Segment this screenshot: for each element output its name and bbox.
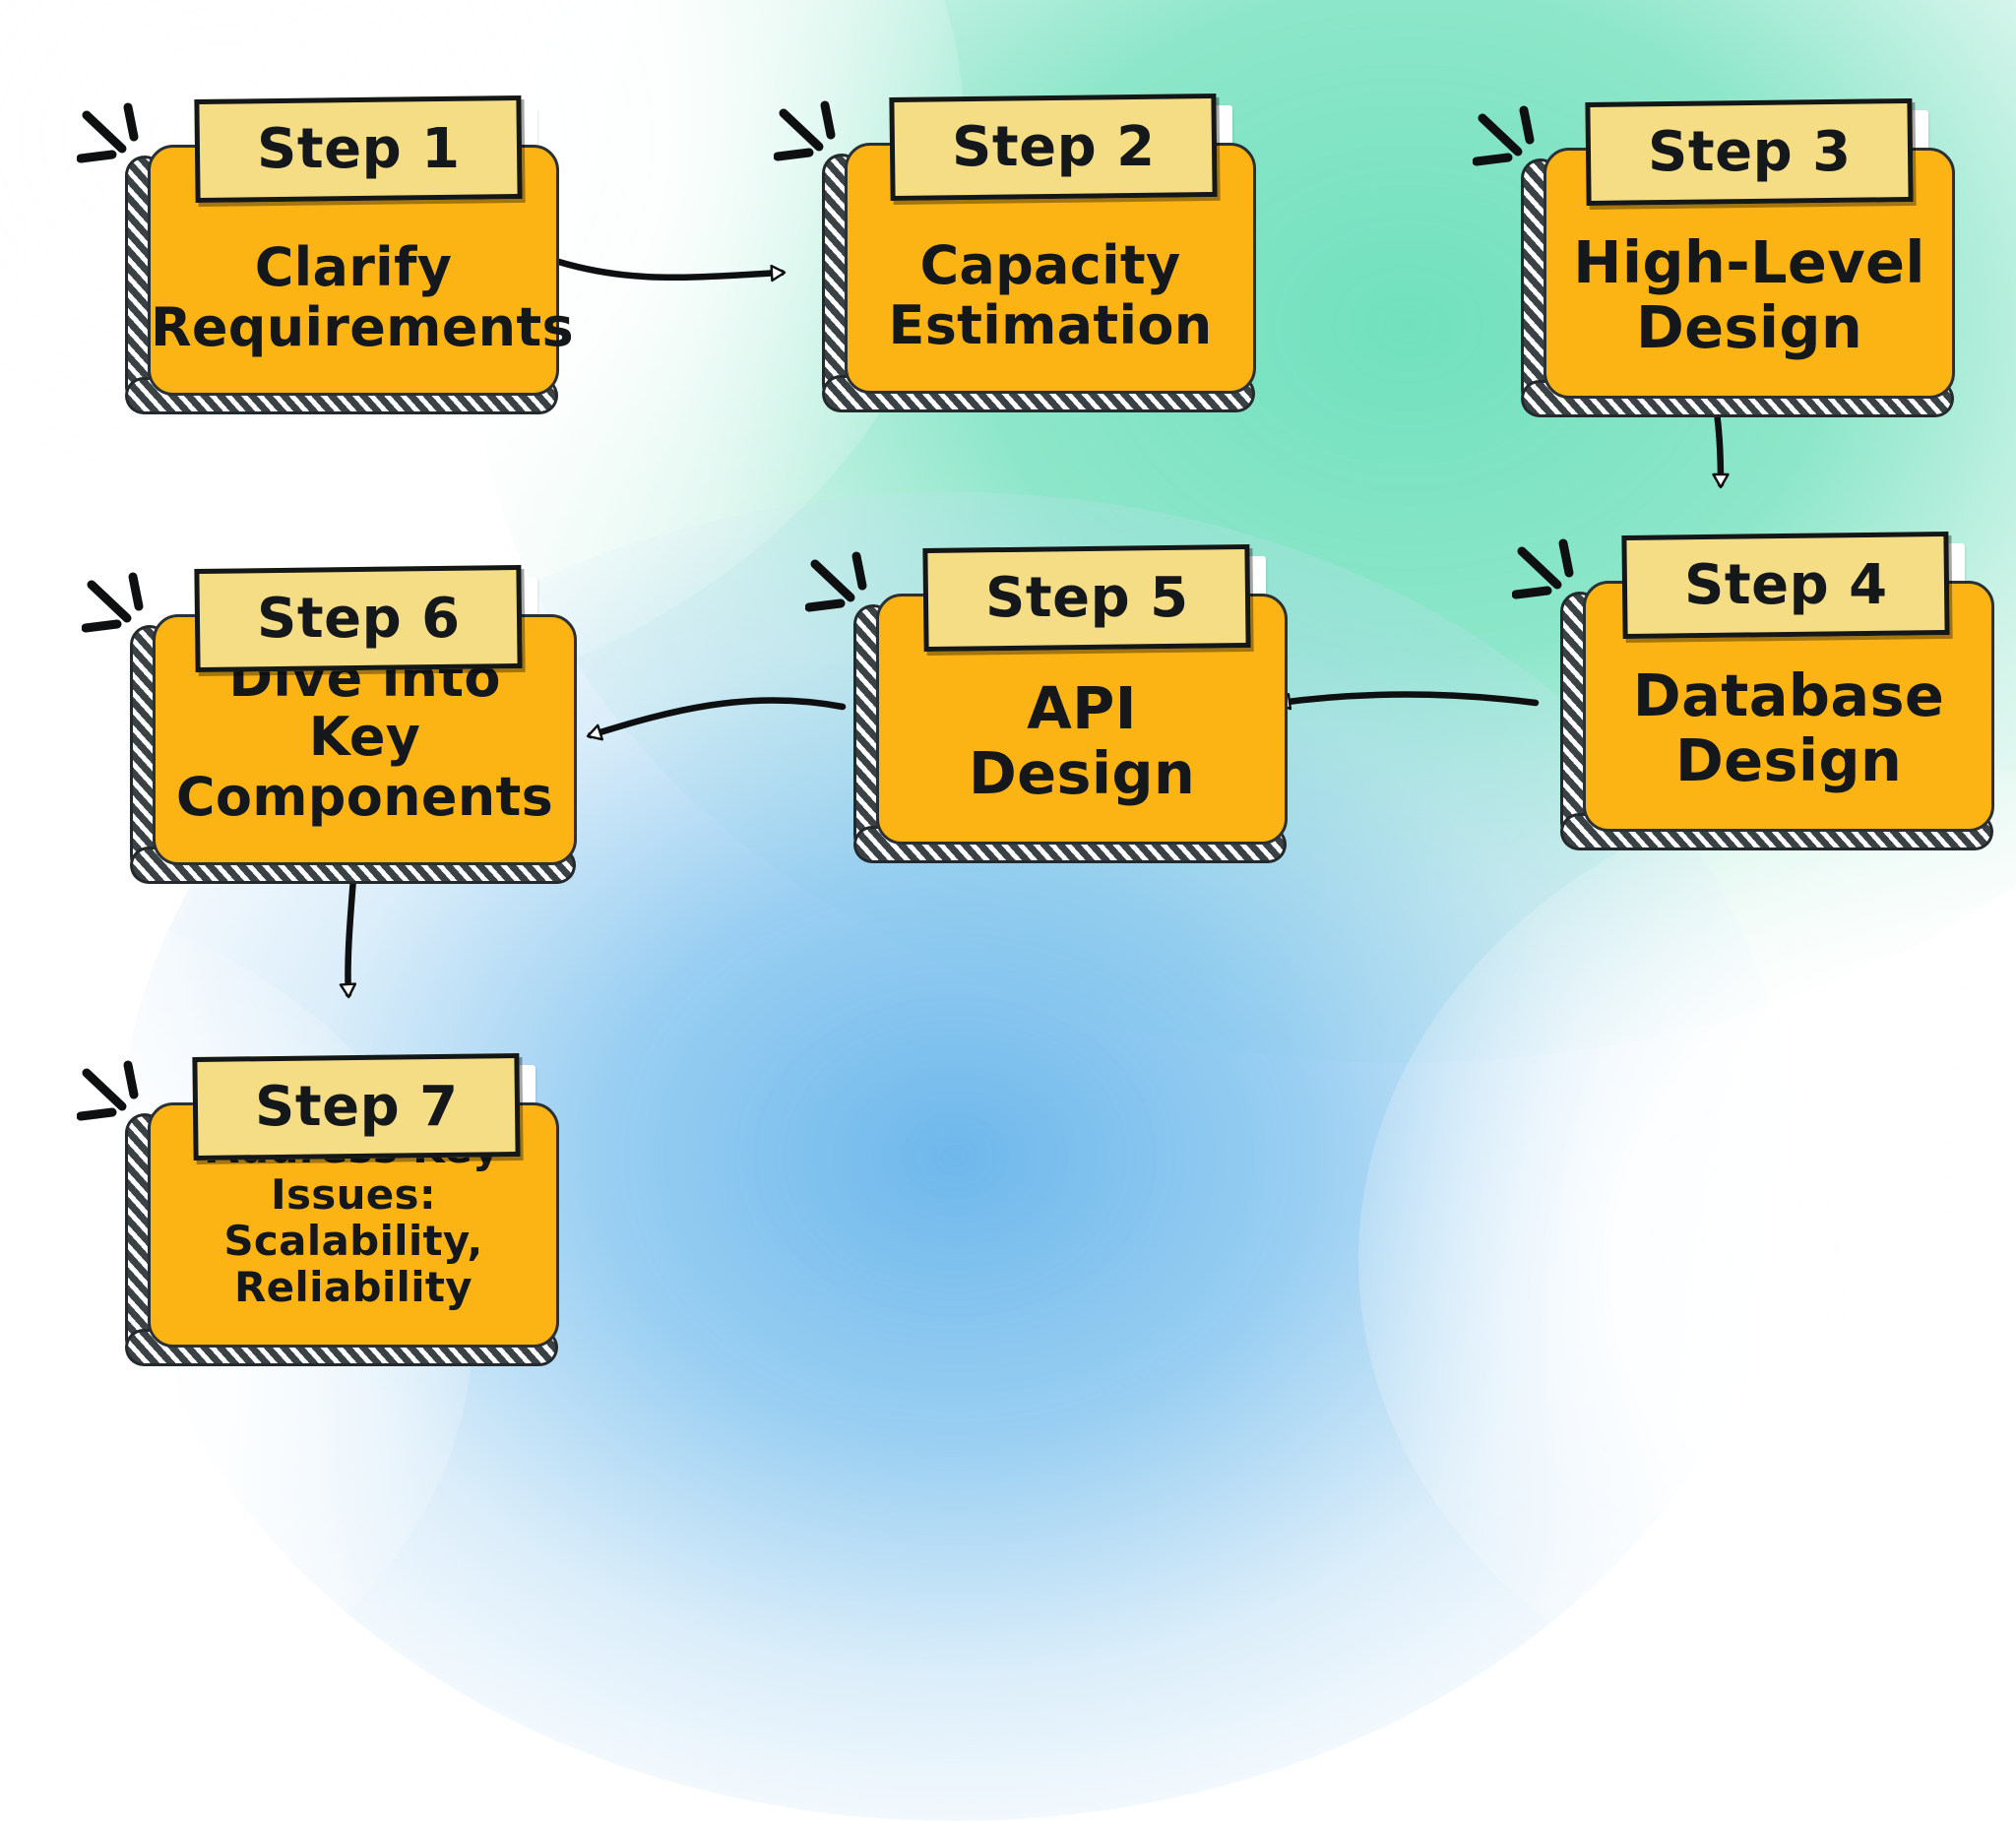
step-badge-label: Step 3	[1647, 120, 1852, 185]
card-text-line: Capacity	[919, 234, 1181, 297]
step-badge-step7[interactable]: Step 7	[192, 1052, 521, 1162]
card-text-line: Clarify	[254, 236, 453, 299]
card-text-line: Design	[1674, 725, 1903, 794]
step-badge-label: Step 7	[254, 1075, 459, 1140]
step-badge-step4[interactable]: Step 4	[1621, 531, 1950, 640]
card-text-line: Design	[968, 738, 1196, 807]
card-text-line: Database	[1632, 660, 1945, 729]
step-badge-step3[interactable]: Step 3	[1585, 97, 1914, 207]
step-badge-step6[interactable]: Step 6	[194, 564, 523, 673]
step-badge-label: Step 2	[951, 115, 1156, 180]
step-badge-label: Step 6	[256, 587, 461, 652]
card-text-line: Estimation	[888, 293, 1213, 356]
card-text-line: Key Components	[175, 706, 554, 828]
node-step7[interactable]: Address Key Issues:Scalability, Reliabil…	[77, 1052, 559, 1363]
card-text-line: High-Level	[1573, 227, 1925, 296]
card-text-line: API	[1027, 673, 1137, 742]
step-badge-label: Step 4	[1683, 553, 1888, 618]
card-text-line: Design	[1635, 292, 1863, 361]
step-badge-step2[interactable]: Step 2	[889, 93, 1218, 202]
card-text-line: Requirements	[151, 295, 574, 358]
step-badge-step5[interactable]: Step 5	[922, 543, 1251, 653]
step-badge-label: Step 1	[256, 117, 461, 182]
step-badge-label: Step 5	[984, 566, 1189, 631]
step-badge-step1[interactable]: Step 1	[194, 94, 523, 204]
card-text-line: Scalability, Reliability	[223, 1216, 483, 1311]
